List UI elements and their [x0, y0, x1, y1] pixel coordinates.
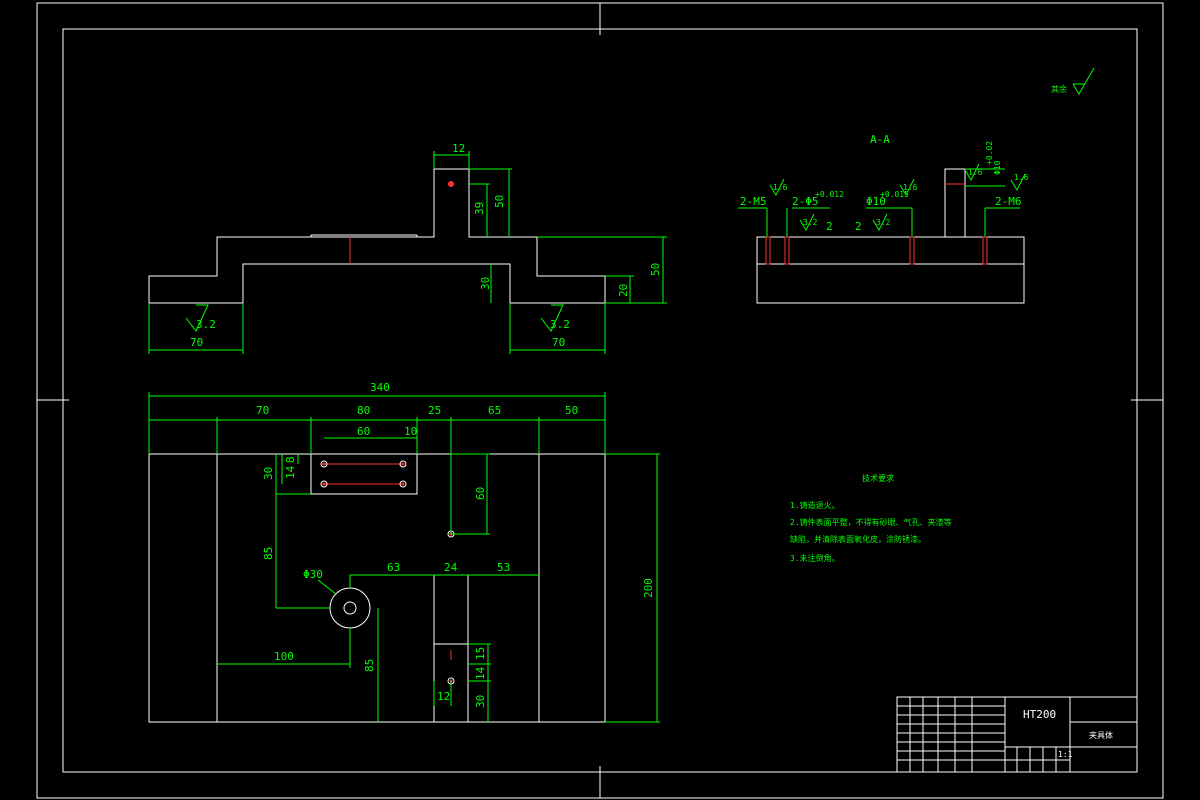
- section-callout: 2: [855, 220, 862, 233]
- roughness-symbol: [1072, 67, 1095, 95]
- dim-label: 20: [617, 284, 630, 297]
- section-callout: 3.2: [803, 218, 818, 227]
- section-callout: 1.6: [903, 183, 918, 192]
- section-callout: 2-Φ5: [792, 195, 819, 208]
- scale-label: 1:1: [1058, 750, 1073, 759]
- outer-border: [36, 2, 1164, 799]
- note-line: 2.铸件表面平整，不得有砂眼、气孔、夹渣等: [790, 517, 952, 527]
- dim-label: 10: [404, 425, 417, 438]
- front-view-outline: [148, 168, 606, 304]
- dim-label: 30: [479, 277, 492, 290]
- section-callout: +0.02: [985, 141, 994, 165]
- dim-label: 25: [428, 404, 441, 417]
- note-line: 1.铸造退火。: [790, 500, 840, 510]
- dim-label: 50: [565, 404, 578, 417]
- dim-label: 12: [437, 690, 450, 703]
- dim-label: 70: [190, 336, 203, 349]
- dim-label: 39: [473, 202, 486, 215]
- technical-requirements: 技术要求 1.铸造退火。 2.铸件表面平整，不得有砂眼、气孔、夹渣等 缺陷，并清…: [790, 473, 952, 563]
- section-label: A-A: [870, 133, 890, 146]
- dim-label: 65: [488, 404, 501, 417]
- section-callout: 2-M5: [740, 195, 767, 208]
- roughness-label: 3.2: [550, 318, 570, 331]
- front-view: 12 39 50 50 30 20 3.2 3.2 70 70: [148, 142, 667, 354]
- inner-border: [62, 28, 1138, 773]
- dim-label: 50: [649, 263, 662, 276]
- dim-label: 63: [387, 561, 400, 574]
- dim-label: 60: [474, 487, 487, 500]
- section-hatch-body: [756, 236, 1025, 265]
- section-callout: 1.6: [773, 183, 788, 192]
- bore-inner: [343, 601, 357, 615]
- section-callout: Φ10: [866, 195, 886, 208]
- dim-label: 60: [357, 425, 370, 438]
- section-hatch-rib: [944, 168, 966, 238]
- dim-label: 53: [497, 561, 510, 574]
- roughness-symbol: [540, 304, 564, 332]
- top-view: 340 70 80 25 65 50 60 10 30 14 8 60 85 Φ…: [148, 381, 660, 723]
- dim-label: 30: [262, 467, 275, 480]
- dim-label: 15: [474, 647, 487, 660]
- surface-roughness-note: 其余: [1051, 67, 1095, 95]
- dim-label: 50: [493, 195, 506, 208]
- dim-label: 85: [363, 659, 376, 672]
- dim-label: 30: [474, 695, 487, 708]
- sheet-frame: [36, 2, 1164, 799]
- section-callout: Φ10: [993, 160, 1002, 175]
- title-block: HT200 夹具体 1:1: [896, 696, 1138, 773]
- roughness-symbol: [185, 304, 209, 332]
- material-label: HT200: [1023, 708, 1056, 721]
- section-callout: +0.015: [880, 190, 909, 199]
- dim-label: 14: [474, 666, 487, 680]
- section-callout: +0.012: [815, 190, 844, 199]
- dim-label: 14: [284, 465, 297, 479]
- notes-title: 技术要求: [862, 473, 894, 483]
- section-callout: 1.6: [1014, 173, 1029, 182]
- section-callout: 1.6: [968, 168, 983, 177]
- section-callout: 2: [826, 220, 833, 233]
- dim-label: 100: [274, 650, 294, 663]
- part-name: 夹具体: [1089, 730, 1113, 740]
- roughness-label: 3.2: [196, 318, 216, 331]
- section-view-a-a: A-A 2-M5 2-Φ5 +0.012 Φ10 +0.015 2-M6 Φ10…: [738, 133, 1029, 304]
- dim-label: 70: [552, 336, 565, 349]
- surface-note-text: 其余: [1051, 84, 1067, 94]
- note-line: 缺陷，并清除表面氧化皮，涂防锈漆。: [790, 534, 926, 544]
- dim-label: 80: [357, 404, 370, 417]
- section-callout: 2-M6: [995, 195, 1022, 208]
- dim-label: 200: [642, 578, 655, 598]
- dim-label: 85: [262, 547, 275, 560]
- dim-label: Φ30: [303, 568, 323, 581]
- note-line: 3.未注倒角。: [790, 553, 840, 563]
- section-base: [756, 263, 1025, 304]
- dim-label: 70: [256, 404, 269, 417]
- dim-label: 12: [452, 142, 465, 155]
- dim-label: 8: [284, 456, 297, 463]
- dim-label: 24: [444, 561, 458, 574]
- section-callout: 3.2: [876, 218, 891, 227]
- dim-label: 340: [370, 381, 390, 394]
- front-hole-mark: [448, 181, 454, 187]
